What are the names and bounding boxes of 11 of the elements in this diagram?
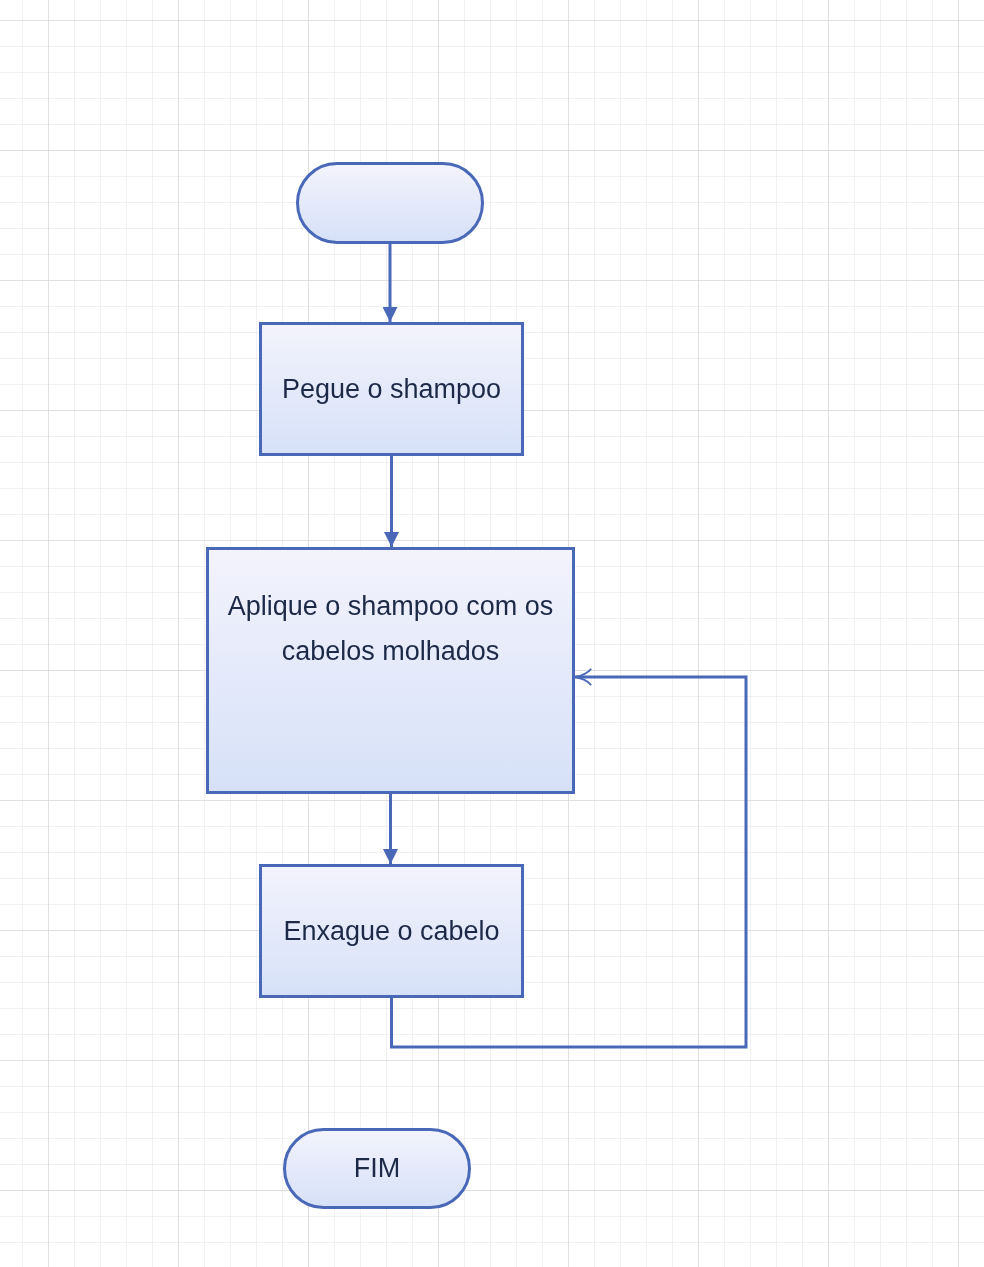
process-box xyxy=(206,547,575,794)
step-text: Pegue o shampoo xyxy=(281,372,502,406)
process-box xyxy=(259,322,524,456)
step-text: Enxague o cabelo xyxy=(283,914,500,948)
step-text: Aplique o shampoo com os cabelos molhados xyxy=(226,590,555,668)
terminator-shape xyxy=(283,1128,471,1209)
step-text: FIM xyxy=(353,1152,401,1185)
arrow xyxy=(384,456,399,547)
arrow xyxy=(383,794,398,864)
arrow xyxy=(382,244,398,322)
process-box xyxy=(259,864,524,998)
